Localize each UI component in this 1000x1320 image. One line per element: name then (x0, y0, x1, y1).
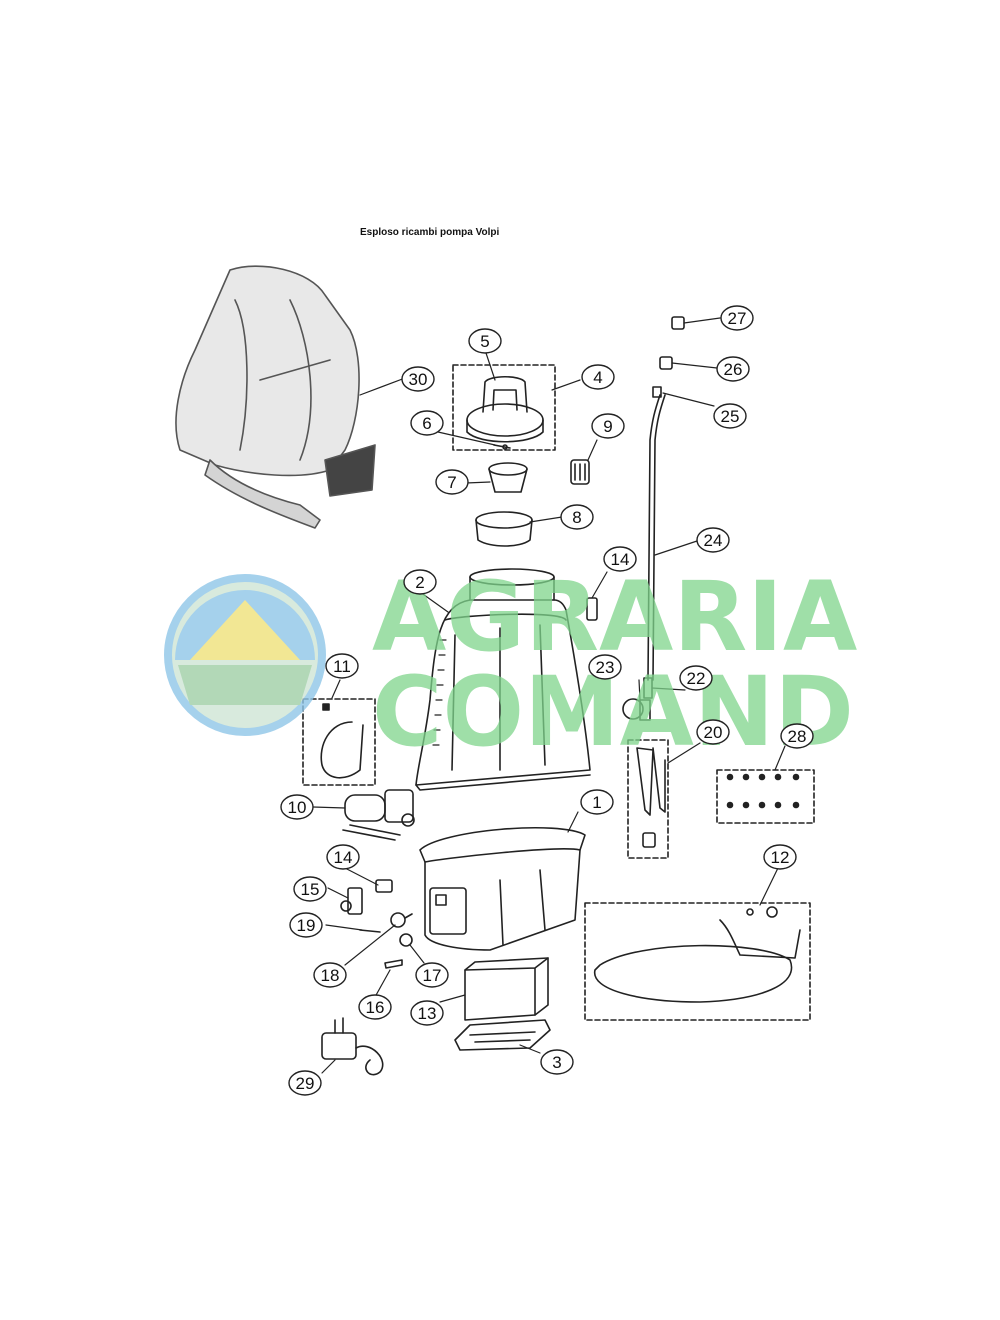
callout-label-29: 29 (296, 1074, 315, 1093)
callout-bubble (763, 844, 797, 870)
callout-bubble (403, 569, 437, 595)
callout-label-13: 13 (418, 1004, 437, 1023)
watermark-seal (164, 574, 326, 736)
callout-bubble (591, 413, 625, 439)
callout-label-14: 14 (611, 550, 630, 569)
callout-label-8: 8 (572, 508, 581, 527)
callout-label-28: 28 (788, 727, 807, 746)
callout-label-20: 20 (704, 723, 723, 742)
callout-bubble (293, 876, 327, 902)
callout-bubble (560, 504, 594, 530)
callout-bubble (289, 912, 323, 938)
part-3-battery-tray (454, 1019, 551, 1051)
part-8-ring-nut (475, 511, 533, 547)
callout-bubble (325, 653, 359, 679)
callout-label-4: 4 (593, 368, 602, 387)
part-11-suction-hose (320, 703, 364, 779)
callout-label-11: 11 (333, 657, 351, 676)
callout-label-26: 26 (724, 360, 743, 379)
tank-level-marks (432, 639, 447, 746)
callout-label-27: 27 (728, 309, 747, 328)
callout-label-1: 1 (592, 793, 601, 812)
callout-bubble (696, 719, 730, 745)
callout-bubble (581, 364, 615, 390)
part-5-lid (466, 375, 544, 443)
part-7-filter-cup (488, 462, 528, 493)
part-16-clip (384, 959, 403, 969)
part-24-lance (647, 394, 666, 681)
callout-bubble (410, 1000, 444, 1026)
callout-label-7: 7 (447, 473, 456, 492)
callout-label-5: 5 (480, 332, 489, 351)
callout-label-25: 25 (721, 407, 740, 426)
part-12-return-hose (594, 906, 801, 1003)
part-1-base (419, 827, 586, 951)
part-10-pump-motor (342, 789, 415, 841)
part-15-connector (340, 887, 363, 915)
part-14-switch (375, 879, 393, 893)
callout-bubble (358, 994, 392, 1020)
part-2-tank (415, 568, 591, 791)
part-26-nozzle-cap (659, 356, 673, 370)
callout-bubble (280, 794, 314, 820)
part-19-wire (359, 929, 381, 933)
callout-label-14: 14 (334, 848, 353, 867)
part-20-group (627, 739, 669, 859)
part-23-valve (622, 698, 651, 721)
callout-bubble (288, 1070, 322, 1096)
callout-label-17: 17 (423, 966, 442, 985)
document-title: Esploso ricambi pompa Volpi (360, 227, 500, 238)
callout-label-24: 24 (704, 531, 723, 550)
callout-bubble (401, 366, 435, 392)
part-callouts: 1234567891011121314141516171819202223242… (280, 305, 814, 1096)
callout-bubble (415, 962, 449, 988)
part-12-group (584, 902, 811, 1021)
callout-label-12: 12 (771, 848, 790, 867)
callout-bubble (780, 723, 814, 749)
callout-bubble (679, 665, 713, 691)
part-29-charger (321, 1017, 384, 1076)
part-27-nozzle-tip (671, 316, 685, 330)
callout-bubble (326, 844, 360, 870)
part-4-lid-group (452, 364, 556, 451)
part-13-battery (464, 957, 549, 1021)
callout-bubble (588, 654, 622, 680)
callout-bubble (716, 356, 750, 382)
callout-label-15: 15 (301, 880, 320, 899)
callout-label-23: 23 (596, 658, 615, 677)
part-17-socket (399, 933, 413, 947)
callout-label-19: 19 (297, 916, 316, 935)
callout-bubble (603, 546, 637, 572)
part-25-nozzle (652, 386, 662, 398)
callout-bubble (435, 469, 469, 495)
part-20-handle (636, 747, 666, 848)
part-18-plug (390, 912, 413, 928)
callout-label-9: 9 (603, 417, 612, 436)
callout-label-16: 16 (366, 998, 385, 1017)
callout-bubble (720, 305, 754, 331)
watermark-line-1: AGRARIA (372, 561, 857, 673)
part-28-screws (716, 769, 815, 824)
callout-bubble (580, 789, 614, 815)
callout-label-18: 18 (321, 966, 340, 985)
callout-bubble (540, 1049, 574, 1075)
callout-label-3: 3 (552, 1053, 561, 1072)
callout-label-2: 2 (415, 573, 424, 592)
callout-bubble (313, 962, 347, 988)
screw-set (726, 773, 800, 809)
callout-bubble (410, 410, 444, 436)
part-30-backpack-harness (175, 265, 376, 529)
leader-lines (312, 317, 786, 1074)
callout-label-30: 30 (409, 370, 428, 389)
callout-label-6: 6 (422, 414, 431, 433)
part-11-group (302, 698, 376, 786)
callout-label-22: 22 (687, 669, 706, 688)
callout-bubble (468, 328, 502, 354)
callout-label-10: 10 (288, 798, 307, 817)
callout-bubble (696, 527, 730, 553)
callout-bubble (713, 403, 747, 429)
part-9-filter (570, 459, 590, 485)
part-6-pin (493, 444, 511, 450)
